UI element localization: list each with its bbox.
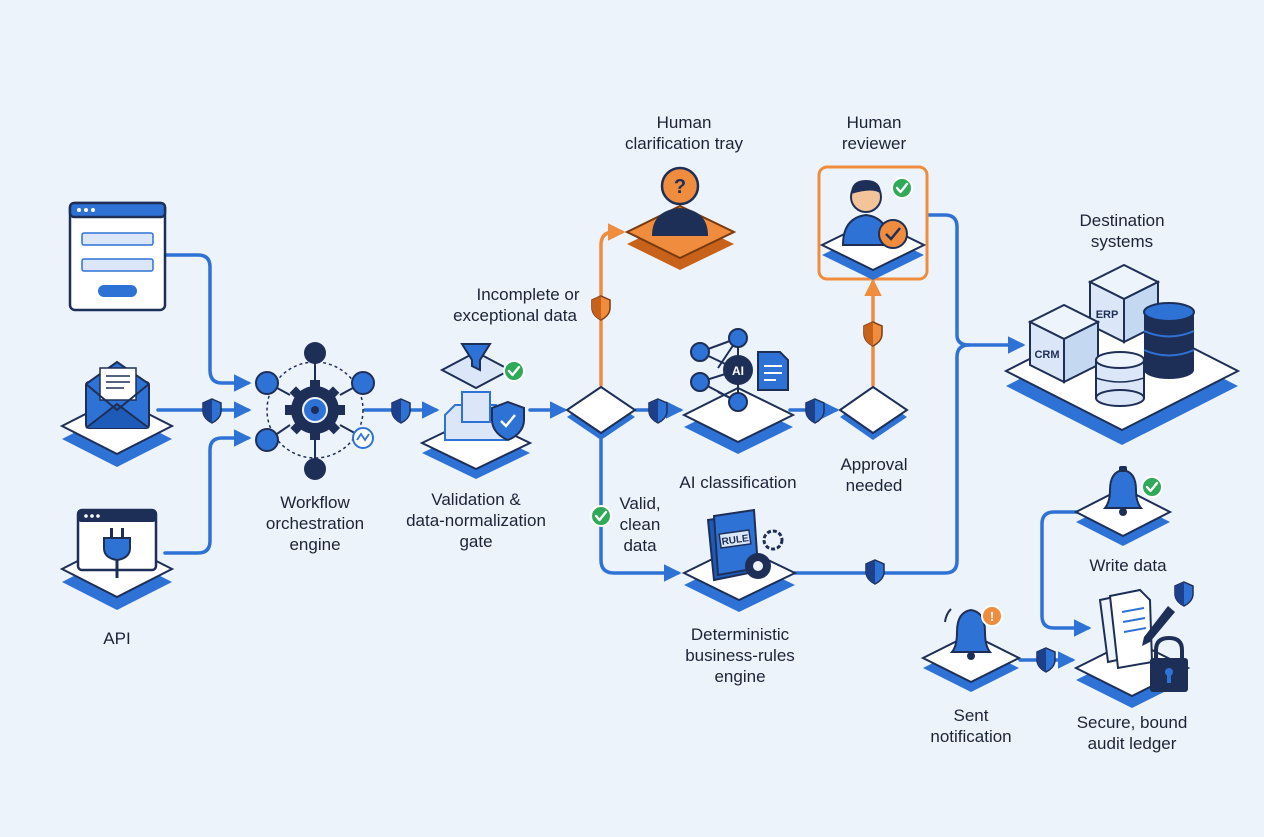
label-valid-3: data: [623, 536, 657, 555]
label-audit-1: Secure, bound: [1077, 713, 1188, 732]
audit-ledger-node: [1073, 581, 1194, 708]
connector-writedata-to-audit: [1040, 510, 1092, 637]
label-write-data: Write data: [1089, 556, 1167, 575]
connector-reviewer-to-destination: [926, 213, 971, 347]
label-workflow-3: engine: [289, 535, 340, 554]
check-icon: [502, 359, 526, 383]
shield-icon: [865, 559, 885, 585]
shield-icon: [1174, 581, 1194, 607]
storage-drum-icon: [1095, 351, 1145, 407]
database-icon: [1143, 302, 1195, 379]
connector-api-to-workflow: [163, 429, 252, 555]
connector-decision-to-clarification: [599, 223, 626, 387]
label-rules-2: business-rules: [685, 646, 795, 665]
connector-form-to-workflow: [163, 253, 252, 392]
label-validation-2: data-normalization: [406, 511, 546, 530]
web-form-icon: [68, 201, 167, 312]
label-workflow-1: Workflow: [280, 493, 350, 512]
label-ai-classification: AI classification: [679, 473, 796, 492]
ai-chip-text: AI: [732, 364, 744, 378]
question-mark: ?: [674, 176, 686, 198]
label-destination-2: systems: [1091, 232, 1153, 251]
label-notification-1: Sent: [954, 706, 989, 725]
pen-icon: [1142, 606, 1175, 646]
lock-icon: [1150, 635, 1188, 692]
write-data-node: [1073, 466, 1173, 546]
person-question-icon: ?: [652, 166, 708, 236]
label-approval-2: needed: [846, 476, 903, 495]
rule-text: RULE: [721, 533, 750, 548]
shield-icon: [391, 398, 411, 424]
label-validation-3: gate: [459, 532, 492, 551]
badge-check-icon: [878, 219, 908, 249]
workflow-engine-node: [255, 342, 375, 480]
notification-node: !: [920, 605, 1022, 692]
label-approval-1: Approval: [840, 455, 907, 474]
label-reviewer-1: Human: [847, 113, 902, 132]
shield-icon-exception: [863, 321, 883, 347]
funnel-icon: [460, 343, 492, 372]
label-workflow-2: orchestration: [266, 514, 364, 533]
plug-icon: [76, 508, 158, 578]
neural-network-icon: AI: [690, 328, 753, 412]
crm-text: CRM: [1034, 349, 1059, 361]
connector-rules-to-destination: [793, 336, 1026, 575]
email-node: [59, 360, 175, 467]
label-rules-3: engine: [714, 667, 765, 686]
label-incomplete-2: exceptional data: [453, 306, 577, 325]
shield-icon: [202, 398, 222, 424]
alert-mark: !: [990, 609, 994, 624]
validation-gate-node: [419, 343, 533, 479]
human-reviewer-node: [817, 165, 929, 281]
crm-cube-icon: CRM: [1027, 303, 1101, 384]
shield-icon-exception: [591, 295, 611, 321]
label-audit-2: audit ledger: [1088, 734, 1177, 753]
decision-diamond: [565, 385, 637, 440]
business-rules-node: RULE: [681, 508, 798, 612]
approval-node: [838, 385, 909, 440]
connector-shields: [202, 295, 1056, 673]
label-valid-1: Valid,: [619, 494, 660, 513]
destination-systems-node: ERP CRM: [1003, 263, 1241, 445]
ai-classification-node: AI: [681, 328, 796, 454]
label-clarification-1: Human: [657, 113, 712, 132]
check-icon-valid: [589, 504, 613, 528]
label-valid-2: clean: [620, 515, 661, 534]
check-icon: [890, 176, 914, 200]
label-incomplete-1: Incomplete or: [477, 285, 580, 304]
connectors: [156, 213, 1092, 669]
label-reviewer-2: reviewer: [842, 134, 907, 153]
api-node: [59, 508, 175, 610]
documents-icon: [1098, 588, 1154, 670]
label-notification-2: notification: [930, 727, 1011, 746]
envelope-icon: [85, 360, 150, 429]
shield-icon: [648, 398, 668, 424]
bell-icon: [1102, 466, 1144, 516]
document-icon: [757, 351, 789, 391]
shield-check-icon: [491, 400, 525, 442]
gear-icon: [745, 529, 784, 579]
label-validation-1: Validation &: [431, 490, 521, 509]
label-api: API: [103, 629, 130, 648]
check-icon: [1140, 475, 1164, 499]
reviewer-person-icon: [841, 180, 891, 246]
clarification-tray-node: ?: [624, 166, 737, 270]
gear-icon: [285, 380, 345, 440]
erp-text: ERP: [1096, 309, 1119, 321]
label-rules-1: Deterministic: [691, 625, 790, 644]
connector-decision-to-rules: [599, 433, 682, 582]
label-clarification-2: clarification tray: [625, 134, 744, 153]
shield-icon: [805, 398, 825, 424]
label-destination-1: Destination: [1079, 211, 1164, 230]
shield-icon: [1036, 647, 1056, 673]
